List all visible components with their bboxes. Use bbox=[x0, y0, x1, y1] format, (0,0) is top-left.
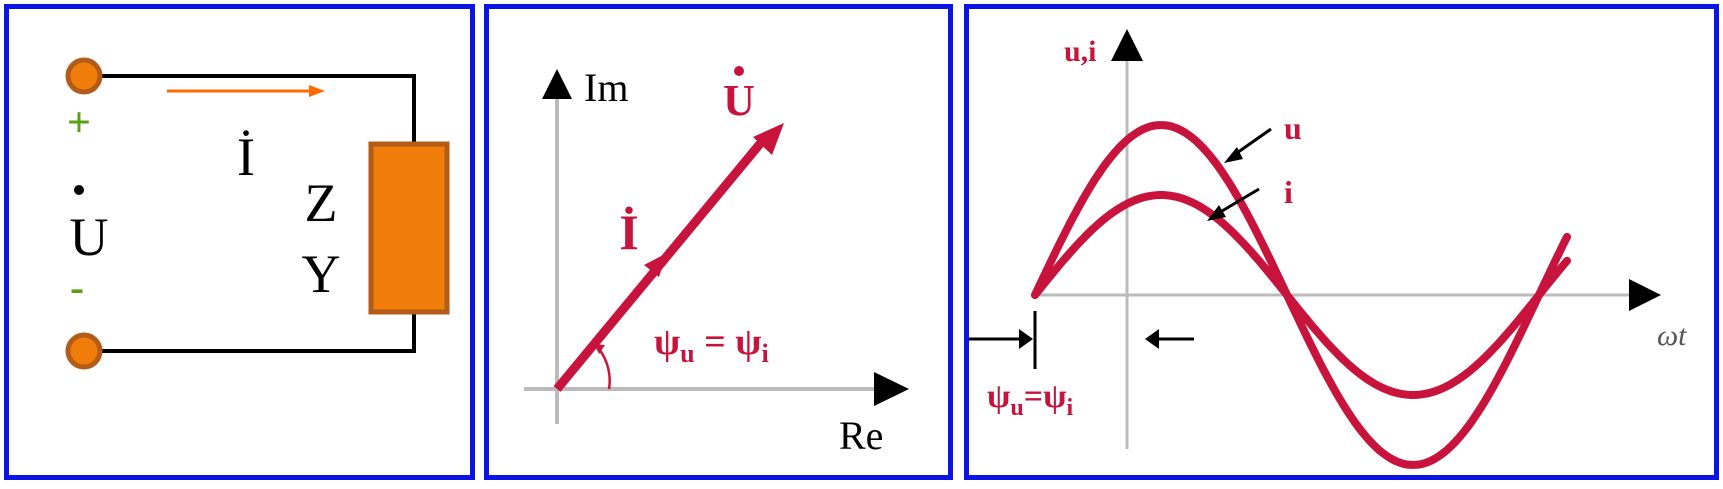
current-label: İ bbox=[237, 127, 255, 187]
phase-arrow-left-head bbox=[1019, 329, 1033, 349]
y-axis-arrow bbox=[1111, 29, 1143, 61]
voltage-dot bbox=[74, 185, 84, 195]
current-phasor-label: İ bbox=[619, 204, 638, 260]
im-axis-arrow bbox=[542, 69, 572, 99]
phase-label: ψu=ψi bbox=[987, 378, 1074, 421]
phase-angle-label: ψu = ψi bbox=[654, 321, 769, 368]
angle-arc bbox=[597, 348, 611, 390]
x-axis-label: ωt bbox=[1657, 319, 1687, 352]
circuit-diagram: İ + U - Z Y bbox=[65, 57, 450, 370]
re-axis-arrow bbox=[874, 372, 909, 406]
x-axis-arrow bbox=[1629, 279, 1661, 311]
plus-sign: + bbox=[67, 100, 91, 146]
circuit-panel: İ + U - Z Y bbox=[4, 4, 475, 480]
phasor-panel: Im Re U İ ψu = ψi bbox=[484, 4, 953, 480]
current-arrow-head bbox=[309, 85, 325, 97]
voltage-waveform bbox=[1031, 121, 1571, 469]
im-axis-label: Im bbox=[584, 65, 628, 110]
minus-sign: - bbox=[70, 265, 84, 311]
u-pointer-line bbox=[1233, 127, 1272, 157]
phasor-diagram: Im Re U İ ψu = ψi bbox=[524, 65, 909, 458]
current-phasor-head bbox=[644, 253, 667, 277]
u-pointer-head bbox=[1224, 147, 1243, 163]
voltage-phasor-dot bbox=[734, 66, 744, 76]
admittance-label: Y bbox=[302, 244, 341, 304]
voltage-phasor-head bbox=[753, 123, 784, 155]
i-curve-label: i bbox=[1284, 174, 1293, 210]
angle-arc-arrow bbox=[594, 344, 605, 354]
current-waveform bbox=[1031, 191, 1571, 399]
re-axis-label: Re bbox=[839, 413, 883, 458]
phase-arrow-right-head bbox=[1145, 329, 1159, 349]
impedance-label: Z bbox=[305, 173, 338, 233]
bottom-terminal bbox=[65, 332, 103, 370]
top-terminal bbox=[65, 57, 103, 95]
impedance-element bbox=[368, 141, 450, 315]
i-pointer-line bbox=[1216, 187, 1260, 216]
waveform-panel: u,i ωt u i ψu=ψi bbox=[964, 4, 1719, 480]
i-pointer-head bbox=[1207, 205, 1226, 221]
voltage-label: U bbox=[70, 207, 109, 267]
waveform-plot: u,i ωt u i ψu=ψi bbox=[969, 29, 1687, 469]
u-curve-label: u bbox=[1284, 110, 1302, 146]
voltage-phasor-label: U bbox=[723, 76, 755, 125]
y-axis-label: u,i bbox=[1064, 35, 1097, 68]
